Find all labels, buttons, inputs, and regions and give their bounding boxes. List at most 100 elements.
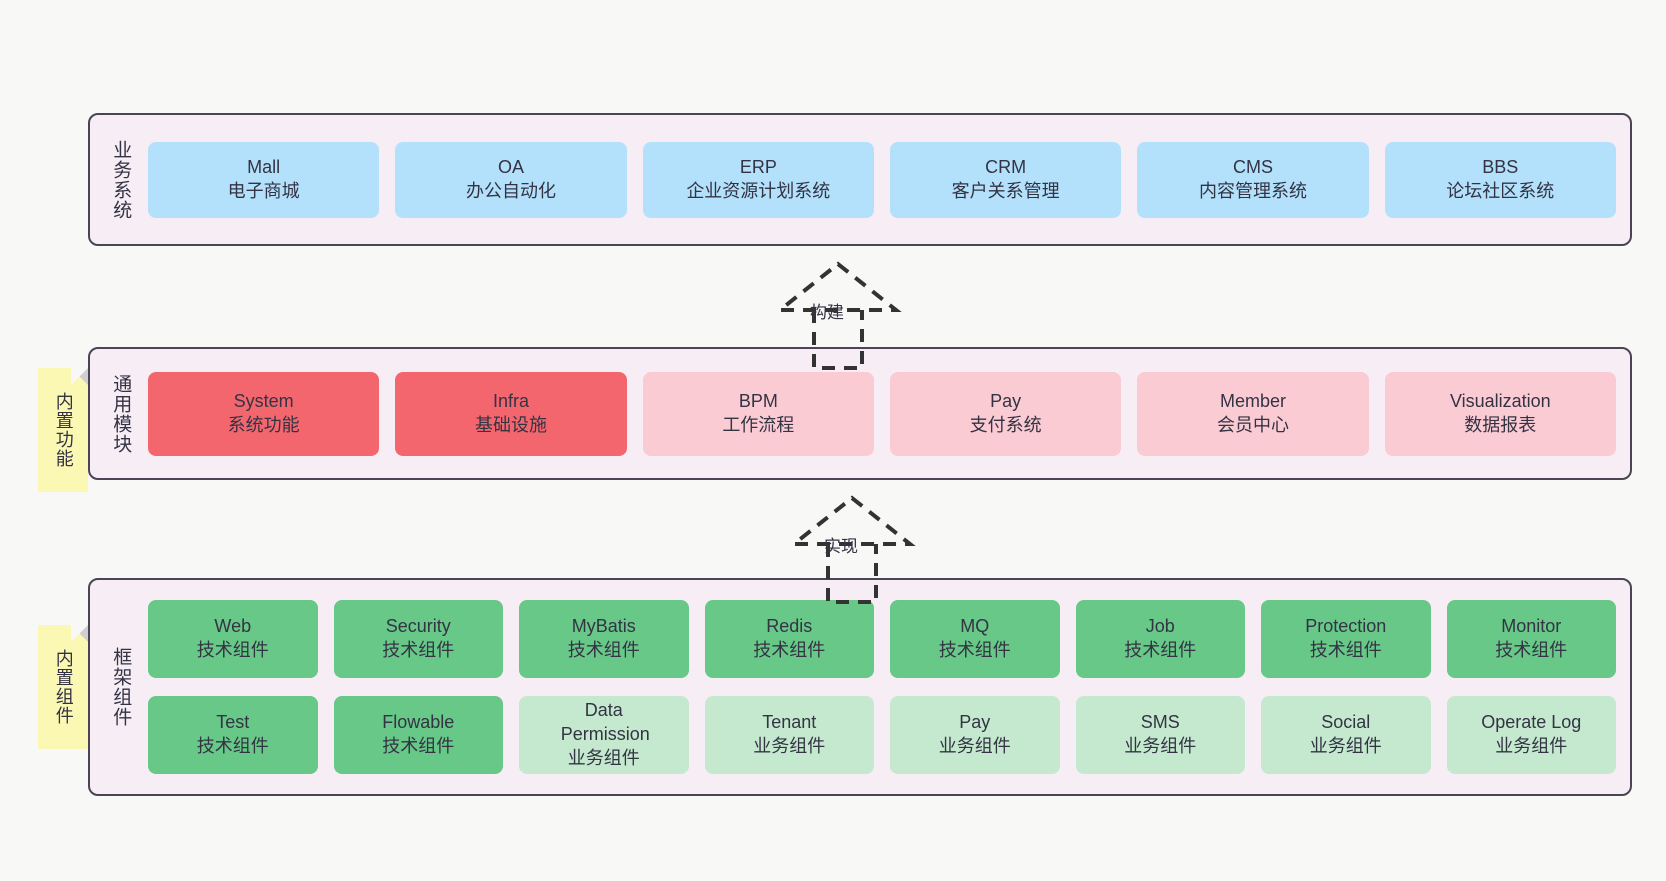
card-bbs[interactable]: BBS 论坛社区系统 [1384, 141, 1616, 218]
note-fold-mask [71, 368, 88, 385]
note-builtin-function[interactable]: 内置功能 [38, 368, 88, 492]
card-title: Web [214, 616, 252, 637]
card-subtitle: 支付系统 [969, 414, 1042, 435]
card-subtitle: 技术组件 [567, 640, 640, 660]
layer-business-system[interactable]: 业务系统 Mall 电子商城 OA 办公自动化 ERP 企业资源计划系统 CRM… [88, 113, 1632, 246]
card-subtitle: 数据报表 [1464, 414, 1537, 435]
card-erp[interactable]: ERP 企业资源计划系统 [642, 141, 874, 218]
card-subtitle: 企业资源计划系统 [686, 180, 831, 201]
card-title: Pay [959, 712, 991, 733]
card-subtitle: 内容管理系统 [1198, 180, 1307, 201]
layer-title-common-module: 通用模块 [110, 373, 132, 454]
connector-implement: 实现 [762, 492, 942, 607]
card-title: Mall [247, 156, 281, 177]
card-subtitle: 办公自动化 [465, 180, 556, 201]
card-subtitle: 业务组件 [938, 736, 1011, 756]
card-mybatis[interactable]: MyBatis 技术组件 [519, 600, 689, 678]
layer-body-business-system: Mall 电子商城 OA 办公自动化 ERP 企业资源计划系统 CRM 客户关系… [142, 115, 1630, 244]
card-row-technical: Web 技术组件 Security 技术组件 MyBatis 技术组件 Redi… [148, 600, 1616, 678]
note-label: 内置功能 [53, 392, 74, 468]
card-operate-log[interactable]: Operate Log 业务组件 [1446, 696, 1616, 774]
card-protection[interactable]: Protection 技术组件 [1261, 600, 1431, 678]
card-subtitle: 技术组件 [753, 640, 826, 660]
card-subtitle: 业务组件 [1309, 736, 1382, 756]
card-title: ERP [739, 156, 777, 177]
layer-body-common-module: System 系统功能 Infra 基础设施 BPM 工作流程 Pay 支付系统… [142, 349, 1630, 478]
note-fold-mask [71, 625, 88, 642]
card-pay-component[interactable]: Pay 业务组件 [890, 696, 1060, 774]
layer-framework-component[interactable]: 框架组件 Web 技术组件 Security 技术组件 MyBatis 技术组件… [88, 578, 1632, 796]
layer-title-framework-component: 框架组件 [110, 647, 132, 727]
card-title: Redis [766, 616, 813, 637]
card-oa[interactable]: OA 办公自动化 [395, 141, 627, 218]
card-member[interactable]: Member 会员中心 [1137, 371, 1369, 456]
note-label: 内置组件 [53, 649, 74, 725]
card-title: Test [216, 712, 250, 733]
card-subtitle: 业务组件 [1124, 736, 1197, 756]
card-title: Tenant [762, 712, 817, 733]
card-bpm[interactable]: BPM 工作流程 [642, 371, 874, 456]
card-web[interactable]: Web 技术组件 [148, 600, 318, 678]
card-title: MQ [960, 616, 990, 637]
card-infra[interactable]: Infra 基础设施 [395, 371, 627, 456]
card-subtitle: 业务组件 [567, 747, 640, 768]
card-title: Visualization [1449, 390, 1551, 411]
card-title: Flowable [382, 712, 455, 733]
card-subtitle: 系统功能 [227, 414, 300, 435]
card-row: Mall 电子商城 OA 办公自动化 ERP 企业资源计划系统 CRM 客户关系… [148, 141, 1616, 218]
card-cms[interactable]: CMS 内容管理系统 [1137, 141, 1369, 218]
card-title: CRM [985, 156, 1027, 177]
card-tenant[interactable]: Tenant 业务组件 [704, 696, 874, 774]
card-title: Infra [492, 390, 529, 411]
card-data-permission[interactable]: Data Permission 业务组件 [519, 696, 689, 774]
card-subtitle: 技术组件 [938, 640, 1011, 660]
card-subtitle: 客户关系管理 [951, 180, 1060, 201]
card-title: Member [1219, 390, 1286, 411]
card-pay-module[interactable]: Pay 支付系统 [889, 371, 1122, 456]
card-flowable[interactable]: Flowable 技术组件 [333, 696, 503, 774]
card-test[interactable]: Test 技术组件 [148, 696, 318, 774]
card-subtitle: 工作流程 [722, 414, 795, 435]
card-system[interactable]: System 系统功能 [148, 371, 380, 456]
card-job[interactable]: Job 技术组件 [1075, 600, 1245, 678]
card-sms[interactable]: SMS 业务组件 [1075, 696, 1245, 774]
card-title: BBS [1482, 156, 1519, 177]
card-title: Pay [990, 390, 1022, 411]
card-title: Job [1145, 616, 1175, 637]
card-subtitle: 技术组件 [196, 640, 269, 660]
card-title: Social [1321, 712, 1371, 733]
card-subtitle: 电子商城 [227, 180, 300, 201]
card-mall[interactable]: Mall 电子商城 [148, 141, 380, 218]
card-title: MyBatis [571, 616, 636, 637]
layer-body-framework-component: Web 技术组件 Security 技术组件 MyBatis 技术组件 Redi… [142, 580, 1630, 794]
card-title: SMS [1140, 712, 1180, 733]
layer-title-business-system: 业务系统 [110, 139, 132, 220]
connector-build: 构建 [748, 258, 928, 373]
card-security[interactable]: Security 技术组件 [333, 600, 503, 678]
card-redis[interactable]: Redis 技术组件 [704, 600, 874, 678]
card-subtitle: 业务组件 [1495, 736, 1568, 756]
card-subtitle: 会员中心 [1216, 414, 1289, 435]
card-title: Data Permission [560, 700, 650, 745]
card-crm[interactable]: CRM 客户关系管理 [889, 141, 1122, 218]
card-subtitle: 技术组件 [382, 736, 455, 756]
card-row: System 系统功能 Infra 基础设施 BPM 工作流程 Pay 支付系统… [148, 371, 1616, 456]
card-title: CMS [1232, 156, 1273, 177]
connector-build-label: 构建 [810, 303, 844, 322]
card-subtitle: 业务组件 [753, 736, 826, 756]
card-subtitle: 技术组件 [1309, 640, 1382, 660]
card-subtitle: 技术组件 [382, 640, 455, 660]
card-mq[interactable]: MQ 技术组件 [890, 600, 1060, 678]
card-monitor[interactable]: Monitor 技术组件 [1446, 600, 1616, 678]
layer-common-module[interactable]: 通用模块 System 系统功能 Infra 基础设施 BPM 工作流程 Pay… [88, 347, 1632, 480]
card-title: BPM [738, 390, 778, 411]
connector-implement-label: 实现 [824, 537, 858, 556]
note-builtin-component[interactable]: 内置组件 [38, 625, 88, 749]
card-title: Monitor [1501, 616, 1562, 637]
card-social[interactable]: Social 业务组件 [1261, 696, 1431, 774]
card-visualization[interactable]: Visualization 数据报表 [1384, 371, 1616, 456]
card-title: OA [497, 156, 524, 177]
card-subtitle: 技术组件 [1124, 640, 1197, 660]
card-subtitle: 论坛社区系统 [1446, 180, 1555, 201]
